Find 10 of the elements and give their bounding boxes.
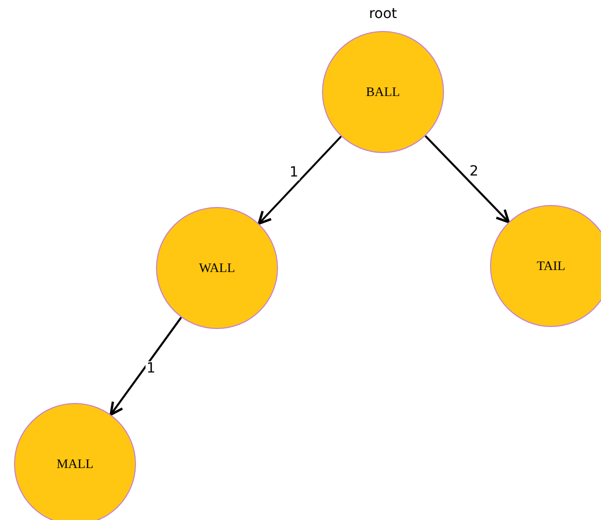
node-label: BALL: [366, 84, 400, 100]
node-label: MALL: [56, 456, 94, 472]
edge-label: 1: [288, 165, 300, 181]
node-caption: root: [368, 6, 398, 22]
arrow: [258, 136, 342, 225]
arrow: [424, 135, 510, 224]
arrow: [110, 316, 182, 416]
node-label: WALL: [198, 260, 236, 276]
edge-label: 2: [468, 164, 480, 180]
node-label: TAIL: [536, 258, 566, 274]
